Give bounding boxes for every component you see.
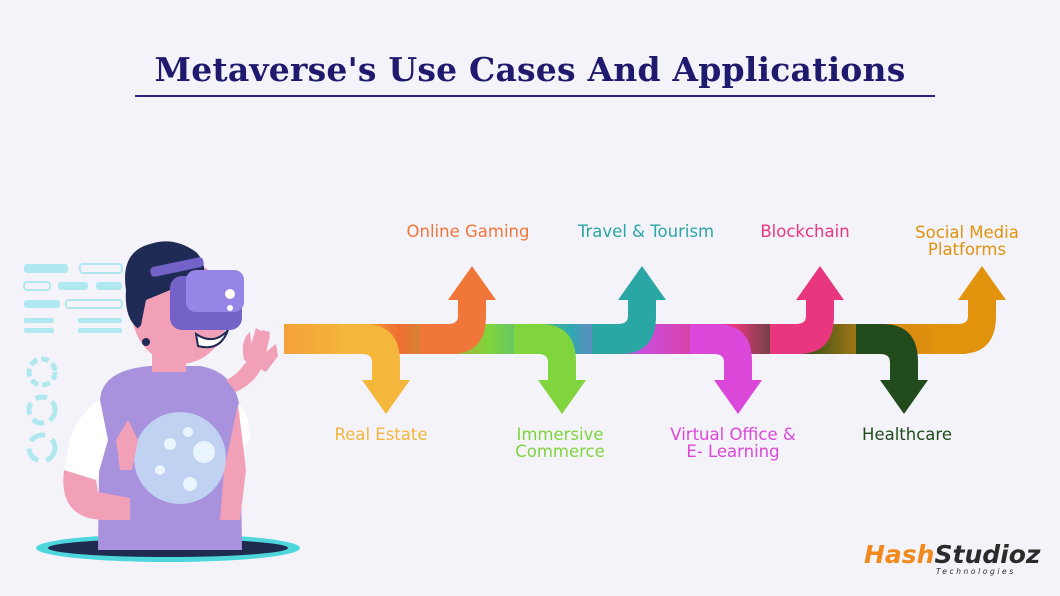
arrow-online-gaming	[420, 266, 496, 354]
arrow-virtual-office	[690, 324, 762, 414]
arrow-social-media	[930, 266, 1006, 354]
vr-person-illustration	[23, 241, 300, 562]
label-virtual-office: Virtual Office &E- Learning	[670, 425, 796, 461]
arrow-travel-tourism	[592, 266, 666, 354]
page-title: Metaverse's Use Cases And Applications	[154, 50, 906, 89]
logo-suffix: Studioz	[934, 540, 1041, 569]
arrow-healthcare	[856, 324, 928, 414]
label-blockchain: Blockchain	[760, 222, 850, 241]
label-travel-tourism: Travel & Tourism	[577, 222, 715, 241]
arrow-blockchain	[770, 266, 844, 354]
label-online-gaming: Online Gaming	[406, 222, 530, 241]
hud-panels	[23, 263, 123, 464]
logo-prefix: Hash	[864, 540, 935, 569]
logo-wordmark: HashStudioz	[864, 540, 1040, 569]
arrow-immersive-commerce	[514, 324, 586, 414]
hashstudioz-logo: HashStudioz Technologies	[856, 536, 1040, 580]
label-healthcare: Healthcare	[862, 425, 952, 444]
logo-tagline: Technologies	[936, 567, 1016, 576]
arrow-real-estate	[340, 324, 410, 414]
label-real-estate: Real Estate	[334, 425, 428, 444]
title-underline	[135, 95, 935, 97]
